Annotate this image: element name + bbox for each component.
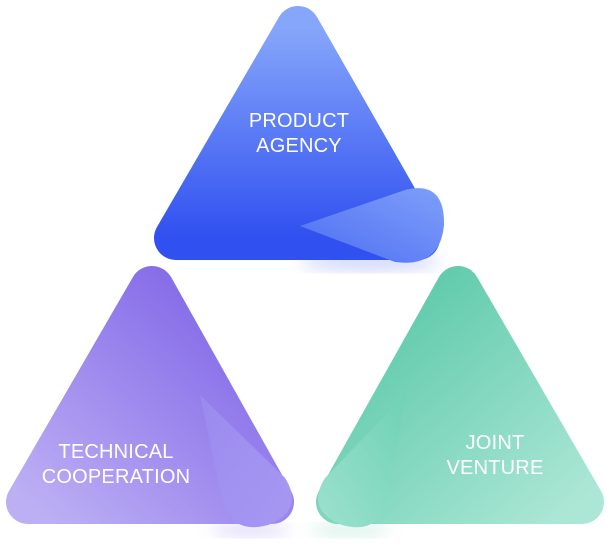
label-line: JOINT (465, 432, 525, 454)
triangle-product-agency (154, 6, 445, 263)
label-line: VENTURE (446, 457, 544, 479)
triangle-technical-cooperation (6, 266, 294, 528)
label-line: PRODUCT (248, 110, 350, 132)
label-joint-venture: JOINT VENTURE (425, 431, 565, 481)
fold-product-agency (300, 188, 445, 263)
label-line: COOPERATION (41, 466, 191, 488)
label-line: AGENCY (256, 135, 342, 157)
label-technical-cooperation: TECHNICAL COOPERATION (26, 440, 206, 490)
triangle-joint-venture (316, 266, 604, 528)
fold-technical-cooperation (200, 395, 293, 528)
label-line: TECHNICAL (58, 441, 174, 463)
label-product-agency: PRODUCT AGENCY (229, 109, 369, 159)
fold-joint-venture (317, 395, 405, 528)
